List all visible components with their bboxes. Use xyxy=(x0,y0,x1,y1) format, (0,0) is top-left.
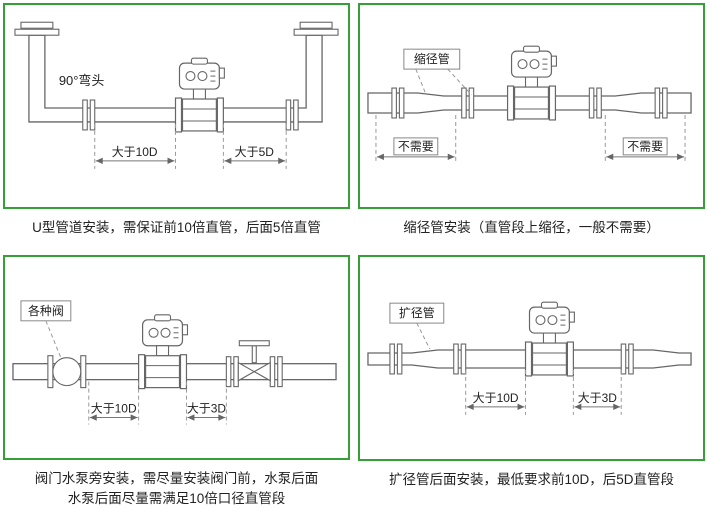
expander-diagram: 扩径管 大于10D 大于3D xyxy=(367,301,692,415)
u-pipe-diagram: 90°弯头 大于10D 大于5D xyxy=(14,21,339,169)
dimension-right-not-needed: 不需要 xyxy=(604,114,686,163)
cell-valves: 各种阀 大于10D xyxy=(3,255,350,506)
diagram-panel-u-pipe: 90°弯头 大于10D 大于5D xyxy=(3,3,350,209)
dim-label: 不需要 xyxy=(398,139,434,153)
flowmeter xyxy=(524,301,575,377)
dim-label: 大于10D xyxy=(473,391,519,405)
dim-label: 大于3D xyxy=(578,391,618,405)
part-label-text: 缩径管 xyxy=(414,51,450,66)
cell-u-pipe: 90°弯头 大于10D 大于5D U xyxy=(3,3,350,255)
dim-label: 大于5D xyxy=(235,145,275,159)
valves-diagram: 各种阀 大于10D xyxy=(12,300,337,425)
right-top-flange xyxy=(293,28,339,36)
panel-caption: 扩径管后面安装，最低要求前10D，后5D直管段 xyxy=(388,472,675,487)
gate-valve xyxy=(225,340,283,388)
dim-label: 不需要 xyxy=(627,139,663,153)
elbow-label: 90°弯头 xyxy=(59,73,105,88)
dim-label: 大于3D xyxy=(187,402,227,416)
dimension-10d: 大于10D xyxy=(88,381,140,425)
panel-caption: U型管道安装，需保证前10倍直管，后面5倍直管 xyxy=(32,220,321,235)
right-top-flange-2 xyxy=(299,21,333,29)
panel-caption: 缩径管安装（直管段上缩径，一般不需要） xyxy=(403,220,660,235)
left-top-flange xyxy=(14,28,60,36)
dimension-10d: 大于10D xyxy=(465,369,527,415)
part-label-expander: 扩径管 xyxy=(389,302,445,350)
ball-valve xyxy=(47,355,87,389)
part-label-reducer: 缩径管 xyxy=(403,48,473,96)
dimension-5d: 大于5D xyxy=(222,123,287,169)
caption-line-2: 水泵后面尽量需满足10倍口径直管段 xyxy=(67,490,286,506)
part-label-text: 各种阀 xyxy=(28,303,64,318)
cell-reducer: 缩径管 不需要 xyxy=(358,3,705,255)
cell-expander: 扩径管 大于10D 大于3D xyxy=(358,255,705,506)
part-label-valve: 各种阀 xyxy=(20,300,72,358)
diagram-panel-reducer: 缩径管 不需要 xyxy=(358,3,705,209)
panel-caption: 阀门水泵旁安装，需尽量安装阀门前，水泵后面 水泵后面尽量需满足10倍口径直管段 xyxy=(3,469,350,508)
dim-label: 大于10D xyxy=(112,145,158,159)
reducer-diagram: 缩径管 不需要 xyxy=(367,45,692,163)
flowmeter xyxy=(138,314,189,390)
flowmeter xyxy=(174,57,225,133)
left-top-flange-2 xyxy=(20,21,54,29)
diagram-panel-valves: 各种阀 大于10D xyxy=(3,255,350,461)
flowmeter xyxy=(506,45,558,121)
dimension-left-not-needed: 不需要 xyxy=(375,114,457,163)
caption-line-1: 阀门水泵旁安装，需尽量安装阀门前，水泵后面 xyxy=(34,471,319,487)
dim-label: 大于10D xyxy=(91,402,137,416)
dimension-3d: 大于3D xyxy=(185,381,227,425)
part-label-text: 扩径管 xyxy=(399,305,435,320)
dimension-10d: 大于10D xyxy=(94,123,177,169)
dimension-3d: 大于3D xyxy=(572,369,622,415)
valve-handle xyxy=(238,340,270,347)
valve-stem xyxy=(251,345,257,364)
diagram-panel-expander: 扩径管 大于10D 大于3D xyxy=(358,255,705,461)
